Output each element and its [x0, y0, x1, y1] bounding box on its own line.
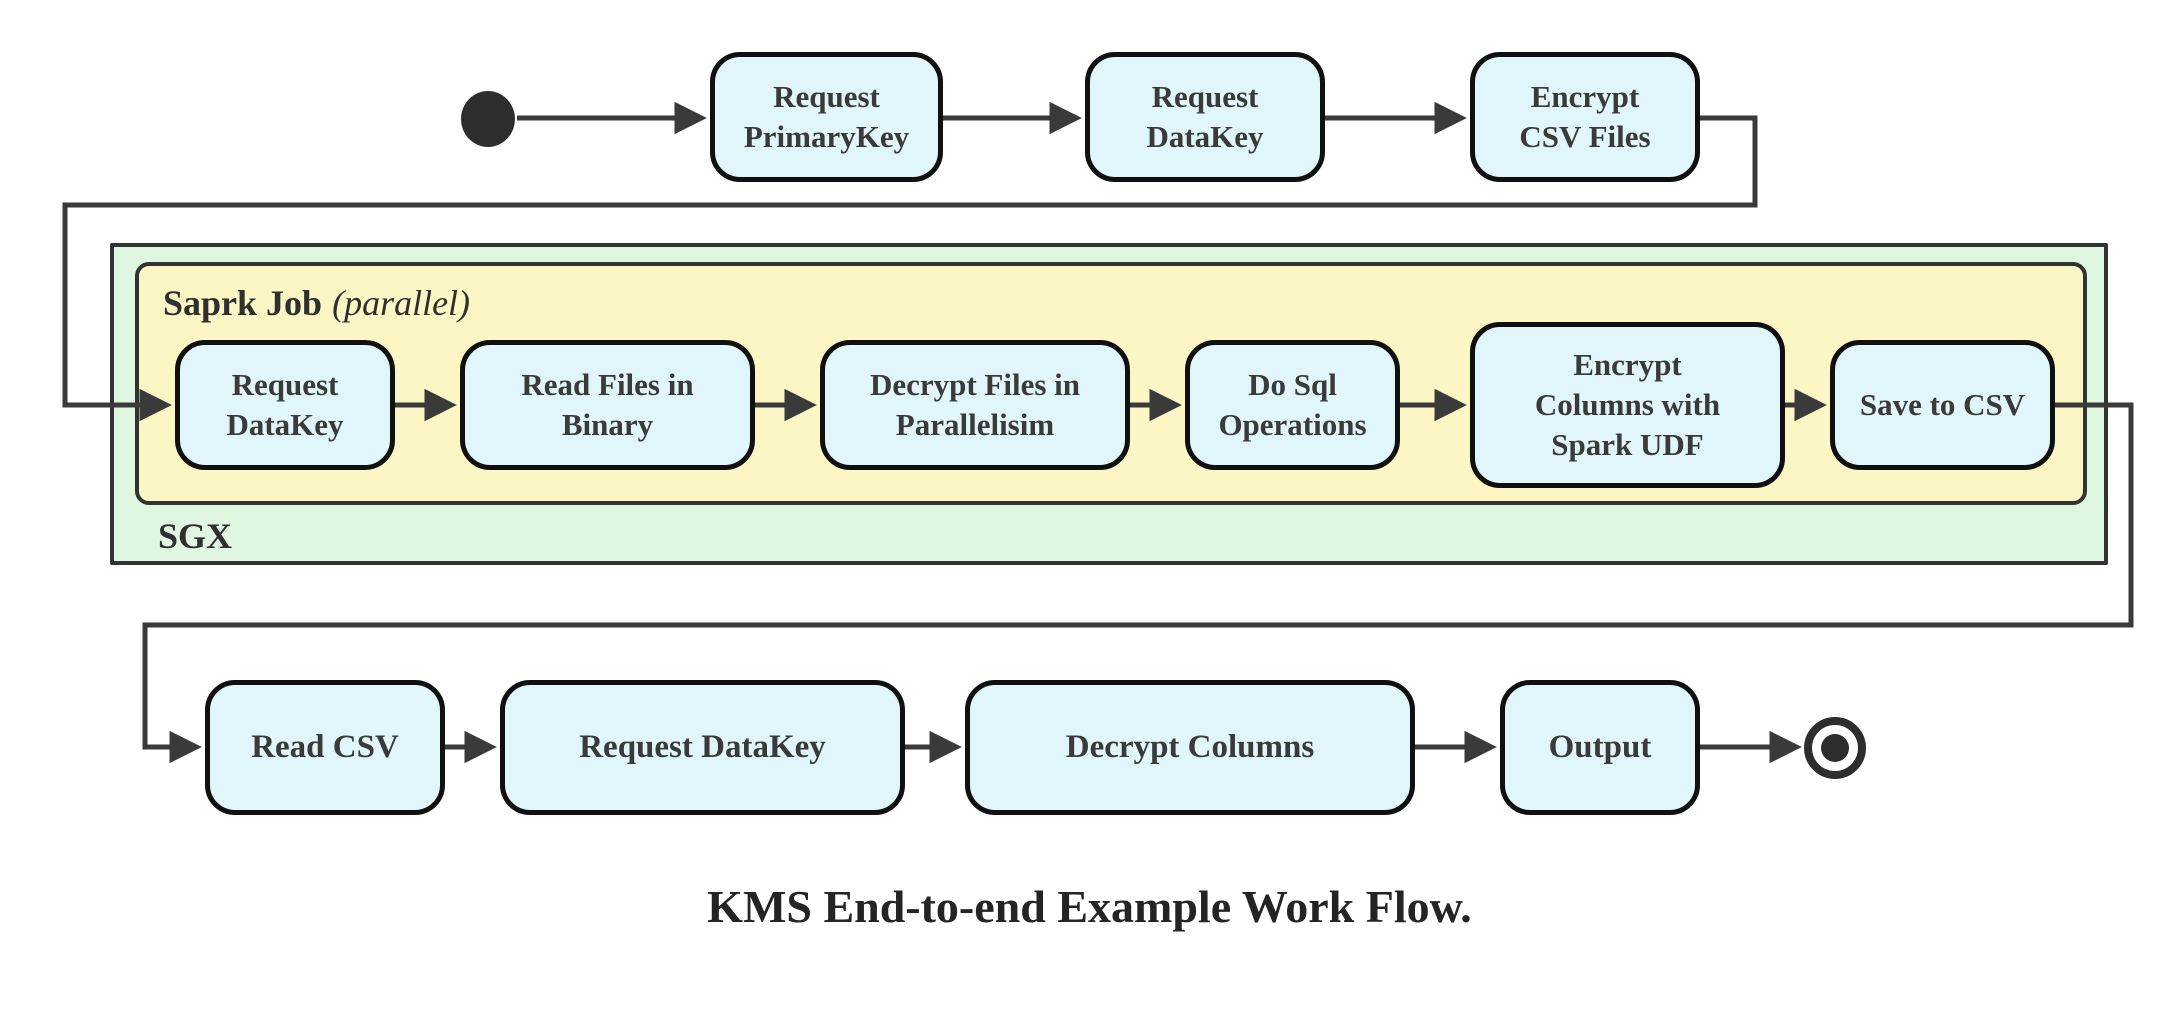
node-read-files-in-binary: Read Files in Binary	[460, 340, 755, 470]
spark-job-group-label: Saprk Job(parallel)	[163, 285, 470, 321]
node-encrypt-csv-files: Encrypt CSV Files	[1470, 52, 1700, 182]
spark-job-label-italic: (parallel)	[332, 283, 471, 323]
diagram-caption: KMS End-to-end Example Work Flow.	[707, 881, 1472, 932]
node-output: Output	[1500, 680, 1700, 815]
final-state-node	[1804, 717, 1866, 779]
node-do-sql-operations: Do Sql Operations	[1185, 340, 1400, 470]
edge-encrypt-csv-to-sgx-request-datakey	[62, 115, 1758, 422]
spark-job-label-bold: Saprk Job	[163, 283, 323, 323]
node-decrypt-columns: Decrypt Columns	[965, 680, 1415, 815]
final-state-inner-dot	[1821, 734, 1849, 762]
node-request-primarykey: Request PrimaryKey	[710, 52, 943, 182]
node-request-datakey-top: Request DataKey	[1085, 52, 1325, 182]
node-decrypt-files-in-parallelisim: Decrypt Files in Parallelisim	[820, 340, 1130, 470]
initial-state-node	[461, 91, 515, 147]
sgx-group-label: SGX	[158, 516, 233, 556]
node-encrypt-columns-with-spark-udf: Encrypt Columns with Spark UDF	[1470, 322, 1785, 488]
edge-save-csv-to-read-csv	[142, 402, 2134, 764]
node-save-to-csv: Save to CSV	[1830, 340, 2055, 470]
node-request-datakey-bottom: Request DataKey	[500, 680, 905, 815]
node-read-csv: Read CSV	[205, 680, 445, 815]
node-sgx-request-datakey: Request DataKey	[175, 340, 395, 470]
